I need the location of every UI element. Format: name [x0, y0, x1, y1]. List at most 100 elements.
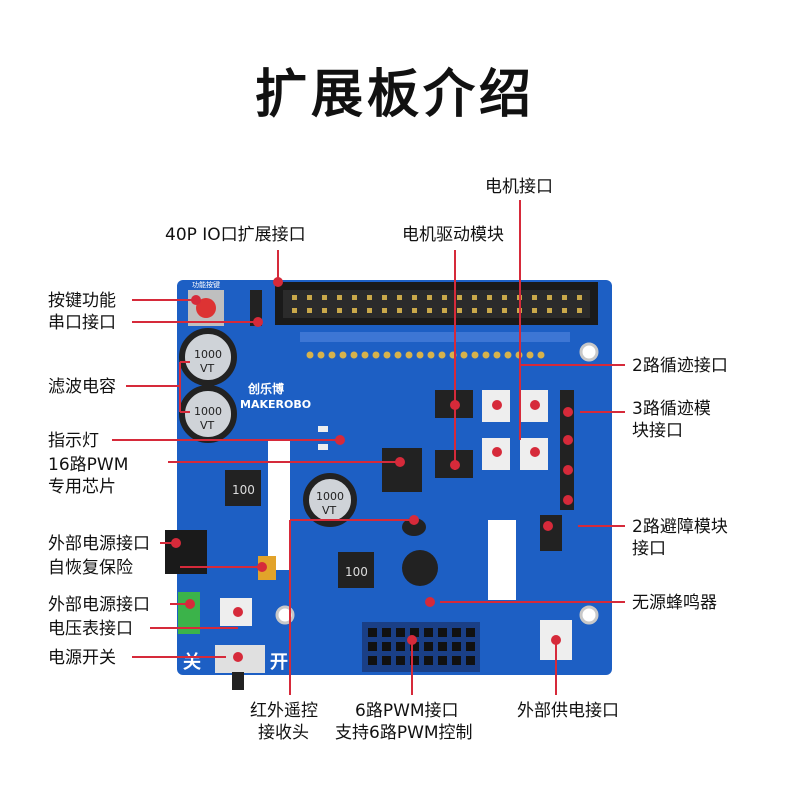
- filter-capacitor-1: 1000 VT: [179, 328, 237, 386]
- label-pwm6-2: 支持6路PWM控制: [335, 723, 473, 743]
- header-pin: [412, 308, 417, 313]
- label-track3-1: 3路循迹模: [632, 399, 711, 419]
- track3-header: [560, 390, 574, 510]
- solder-pad: [493, 351, 501, 359]
- header-pin: [457, 308, 462, 313]
- solder-pad: [471, 351, 479, 359]
- cap-unit: VT: [200, 362, 215, 375]
- label-indicator: 指示灯: [48, 431, 99, 451]
- pointer-dots: [171, 277, 573, 662]
- cap-text: 1000: [316, 490, 344, 503]
- pwm-pin: [382, 656, 391, 665]
- solder-pad: [328, 351, 336, 359]
- solder-pad: [438, 351, 446, 359]
- header-pin: [502, 295, 507, 300]
- header-pin: [442, 308, 447, 313]
- label-filter-cap: 滤波电容: [48, 377, 116, 397]
- cap-unit: VT: [322, 504, 337, 517]
- label-ir-1: 红外遥控: [250, 701, 318, 721]
- pointer-lines: [112, 200, 625, 695]
- pwm-pin: [368, 628, 377, 637]
- ir-receiver: [402, 518, 426, 536]
- label-track2: 2路循迹接口: [632, 356, 728, 376]
- solder-pad: [416, 351, 424, 359]
- pwm-pin: [452, 656, 461, 665]
- inductor-2: 100: [338, 552, 374, 588]
- header-pin: [367, 295, 372, 300]
- indicator-led: [318, 444, 328, 450]
- label-motor-port: 电机接口: [485, 177, 553, 197]
- header-pin: [472, 295, 477, 300]
- solder-pad: [526, 351, 534, 359]
- header-pin: [337, 295, 342, 300]
- header-pin: [352, 295, 357, 300]
- pwm-pin: [424, 628, 433, 637]
- header-pin: [352, 308, 357, 313]
- indicator-led: [318, 426, 328, 432]
- pwm-pin: [382, 642, 391, 651]
- header-pin: [292, 295, 297, 300]
- serial-header: [250, 290, 262, 326]
- pwm-pin: [368, 642, 377, 651]
- solder-pad: [460, 351, 468, 359]
- pin-label-row: [300, 332, 570, 342]
- solder-pad: [306, 351, 314, 359]
- label-ext-supply: 外部供电接口: [517, 701, 619, 721]
- header-pin: [307, 295, 312, 300]
- label-motor-driver: 电机驱动模块: [402, 225, 504, 245]
- solder-pad: [394, 351, 402, 359]
- pwm-pin: [410, 656, 419, 665]
- header-pin: [292, 308, 297, 313]
- label-pwm16-2: 专用芯片: [48, 477, 116, 497]
- solder-pad: [317, 351, 325, 359]
- label-voltmeter: 电压表接口: [48, 619, 133, 639]
- solder-pad: [504, 351, 512, 359]
- label-avoid2-2: 接口: [632, 539, 666, 559]
- pwm-pin: [396, 656, 405, 665]
- label-pwm6-1: 6路PWM接口: [355, 701, 459, 721]
- switch-off-text: 关: [183, 651, 201, 673]
- solder-pad: [339, 351, 347, 359]
- solder-pad: [537, 351, 545, 359]
- header-pin: [412, 295, 417, 300]
- filter-capacitor-3: 1000 VT: [303, 473, 357, 527]
- header-pin: [442, 295, 447, 300]
- brand-cn: 创乐博: [247, 381, 284, 396]
- label-buzzer: 无源蜂鸣器: [632, 593, 717, 613]
- header-pin: [472, 308, 477, 313]
- solder-pad: [372, 351, 380, 359]
- pwm-pin: [452, 628, 461, 637]
- pwm6-header: [362, 622, 480, 672]
- solder-pad: [383, 351, 391, 359]
- filter-capacitor-2: 1000 VT: [179, 385, 237, 443]
- cap-text: 1000: [194, 348, 222, 361]
- label-track3-2: 块接口: [632, 421, 683, 441]
- pwm-chip: [382, 448, 422, 492]
- solder-pad: [350, 351, 358, 359]
- header-pin: [397, 308, 402, 313]
- inductor-1: 100: [225, 470, 261, 506]
- header-pin: [397, 295, 402, 300]
- header-pin: [427, 295, 432, 300]
- label-avoid2-1: 2路避障模块: [632, 517, 728, 537]
- header-pin: [322, 308, 327, 313]
- header-pin: [457, 295, 462, 300]
- cap-text: 1000: [194, 405, 222, 418]
- header-pin: [547, 295, 552, 300]
- pwm-pin: [410, 642, 419, 651]
- header-pin: [532, 295, 537, 300]
- header-pin: [322, 295, 327, 300]
- header-pin: [382, 308, 387, 313]
- pwm-pin: [396, 642, 405, 651]
- label-power-switch: 电源开关: [48, 648, 116, 668]
- header-pin: [337, 308, 342, 313]
- mount-hole: [579, 605, 599, 625]
- header-pin: [577, 308, 582, 313]
- solder-pad: [405, 351, 413, 359]
- header-pin: [487, 308, 492, 313]
- pwm-pin: [410, 628, 419, 637]
- label-button: 按键功能: [48, 291, 116, 311]
- brand-en: MAKEROBO: [240, 398, 311, 411]
- mount-hole: [579, 342, 599, 362]
- label-fuse: 自恢复保险: [48, 558, 133, 578]
